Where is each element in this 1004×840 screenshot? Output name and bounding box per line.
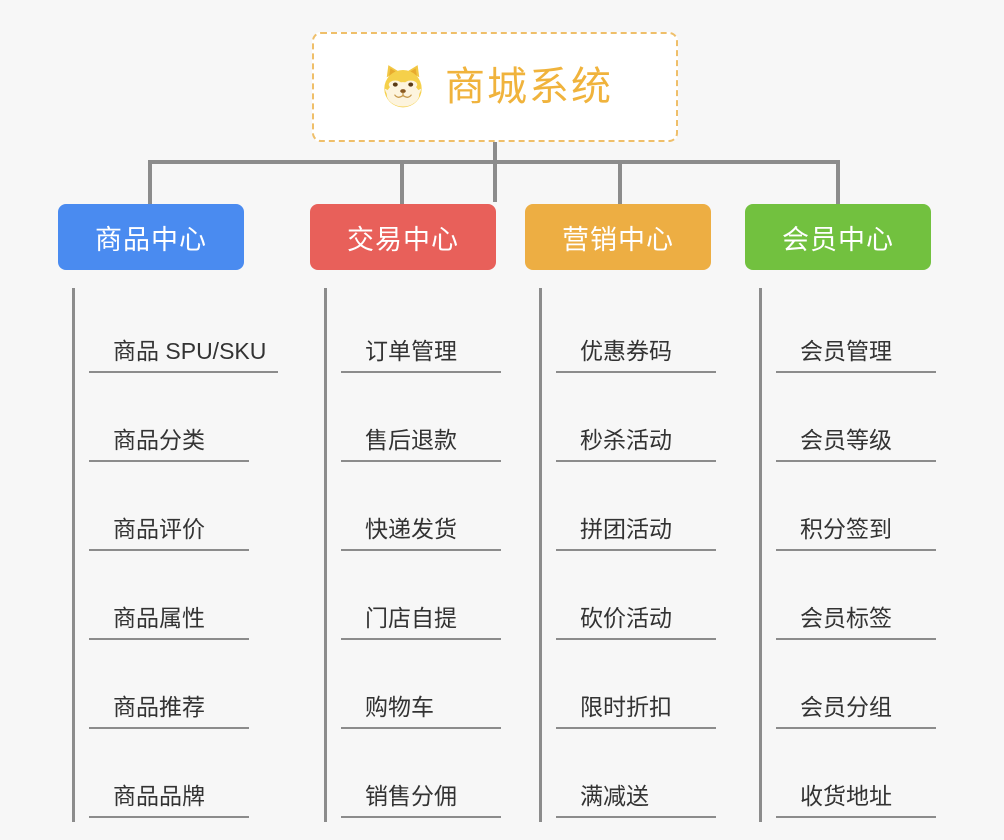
shiba-dog-face-icon — [377, 61, 429, 113]
list-item[interactable]: 销售分佣 — [341, 733, 530, 822]
list-item[interactable]: 会员分组 — [776, 644, 965, 733]
leaf-label: 购物车 — [341, 694, 501, 729]
leaf-label: 会员标签 — [776, 605, 936, 640]
connector-drop-branch-1 — [148, 160, 152, 208]
list-item[interactable]: 积分签到 — [776, 466, 965, 555]
connector-drop-branch-2 — [400, 160, 404, 208]
list-item[interactable]: 拼团活动 — [556, 466, 745, 555]
leaf-label: 订单管理 — [341, 338, 501, 373]
connector-horizontal-bus — [148, 160, 840, 164]
connector-drop-branch-3 — [618, 160, 622, 208]
list-item[interactable]: 会员标签 — [776, 555, 965, 644]
branch-header-member-center[interactable]: 会员中心 — [745, 204, 931, 270]
branch-leaf-list: 订单管理 售后退款 快递发货 门店自提 购物车 销售分佣 — [324, 288, 530, 822]
leaf-label: 销售分佣 — [341, 783, 501, 818]
leaf-label: 限时折扣 — [556, 694, 716, 729]
list-item[interactable]: 秒杀活动 — [556, 377, 745, 466]
leaf-label: 会员分组 — [776, 694, 936, 729]
leaf-label: 会员等级 — [776, 427, 936, 462]
branch-header-marketing-center[interactable]: 营销中心 — [525, 204, 711, 270]
leaf-label: 满减送 — [556, 783, 716, 818]
leaf-label: 门店自提 — [341, 605, 501, 640]
branch-header-label: 营销中心 — [562, 224, 674, 255]
leaf-label: 商品推荐 — [89, 694, 249, 729]
leaf-label: 优惠券码 — [556, 338, 716, 373]
branch-header-label: 交易中心 — [347, 224, 459, 255]
branch-column-product-center: 商品中心 商品 SPU/SKU 商品分类 商品评价 商品属性 商品推荐 商品品牌 — [58, 204, 278, 822]
list-item[interactable]: 订单管理 — [341, 288, 530, 377]
list-item[interactable]: 快递发货 — [341, 466, 530, 555]
leaf-label: 收货地址 — [776, 783, 936, 818]
leaf-label: 秒杀活动 — [556, 427, 716, 462]
branch-leaf-list: 会员管理 会员等级 积分签到 会员标签 会员分组 收货地址 — [759, 288, 965, 822]
root-title: 商城系统 — [445, 65, 613, 109]
list-item[interactable]: 商品分类 — [89, 377, 278, 466]
list-item[interactable]: 商品 SPU/SKU — [89, 288, 278, 377]
leaf-label: 商品 SPU/SKU — [89, 338, 278, 373]
list-item[interactable]: 售后退款 — [341, 377, 530, 466]
connector-root-stem — [493, 142, 497, 202]
connector-drop-branch-4 — [836, 160, 840, 208]
leaf-label: 商品分类 — [89, 427, 249, 462]
leaf-label: 商品属性 — [89, 605, 249, 640]
branch-header-label: 商品中心 — [95, 224, 207, 255]
list-item[interactable]: 会员管理 — [776, 288, 965, 377]
list-item[interactable]: 商品品牌 — [89, 733, 278, 822]
leaf-label: 会员管理 — [776, 338, 936, 373]
branch-header-label: 会员中心 — [782, 224, 894, 255]
branch-column-trade-center: 交易中心 订单管理 售后退款 快递发货 门店自提 购物车 销售分佣 — [310, 204, 530, 822]
branch-leaf-list: 优惠券码 秒杀活动 拼团活动 砍价活动 限时折扣 满减送 — [539, 288, 745, 822]
leaf-label: 商品评价 — [89, 516, 249, 551]
leaf-label: 售后退款 — [341, 427, 501, 462]
list-item[interactable]: 购物车 — [341, 644, 530, 733]
list-item[interactable]: 商品推荐 — [89, 644, 278, 733]
branch-column-member-center: 会员中心 会员管理 会员等级 积分签到 会员标签 会员分组 收货地址 — [745, 204, 965, 822]
root-node[interactable]: 商城系统 — [312, 32, 678, 142]
branch-header-trade-center[interactable]: 交易中心 — [310, 204, 496, 270]
leaf-label: 积分签到 — [776, 516, 936, 551]
leaf-label: 砍价活动 — [556, 605, 716, 640]
leaf-label: 商品品牌 — [89, 783, 249, 818]
branch-header-product-center[interactable]: 商品中心 — [58, 204, 244, 270]
branch-column-marketing-center: 营销中心 优惠券码 秒杀活动 拼团活动 砍价活动 限时折扣 满减送 — [525, 204, 745, 822]
list-item[interactable]: 满减送 — [556, 733, 745, 822]
list-item[interactable]: 优惠券码 — [556, 288, 745, 377]
leaf-label: 快递发货 — [341, 516, 501, 551]
list-item[interactable]: 砍价活动 — [556, 555, 745, 644]
list-item[interactable]: 门店自提 — [341, 555, 530, 644]
list-item[interactable]: 商品属性 — [89, 555, 278, 644]
leaf-label: 拼团活动 — [556, 516, 716, 551]
list-item[interactable]: 限时折扣 — [556, 644, 745, 733]
branch-leaf-list: 商品 SPU/SKU 商品分类 商品评价 商品属性 商品推荐 商品品牌 — [72, 288, 278, 822]
list-item[interactable]: 收货地址 — [776, 733, 965, 822]
list-item[interactable]: 会员等级 — [776, 377, 965, 466]
list-item[interactable]: 商品评价 — [89, 466, 278, 555]
